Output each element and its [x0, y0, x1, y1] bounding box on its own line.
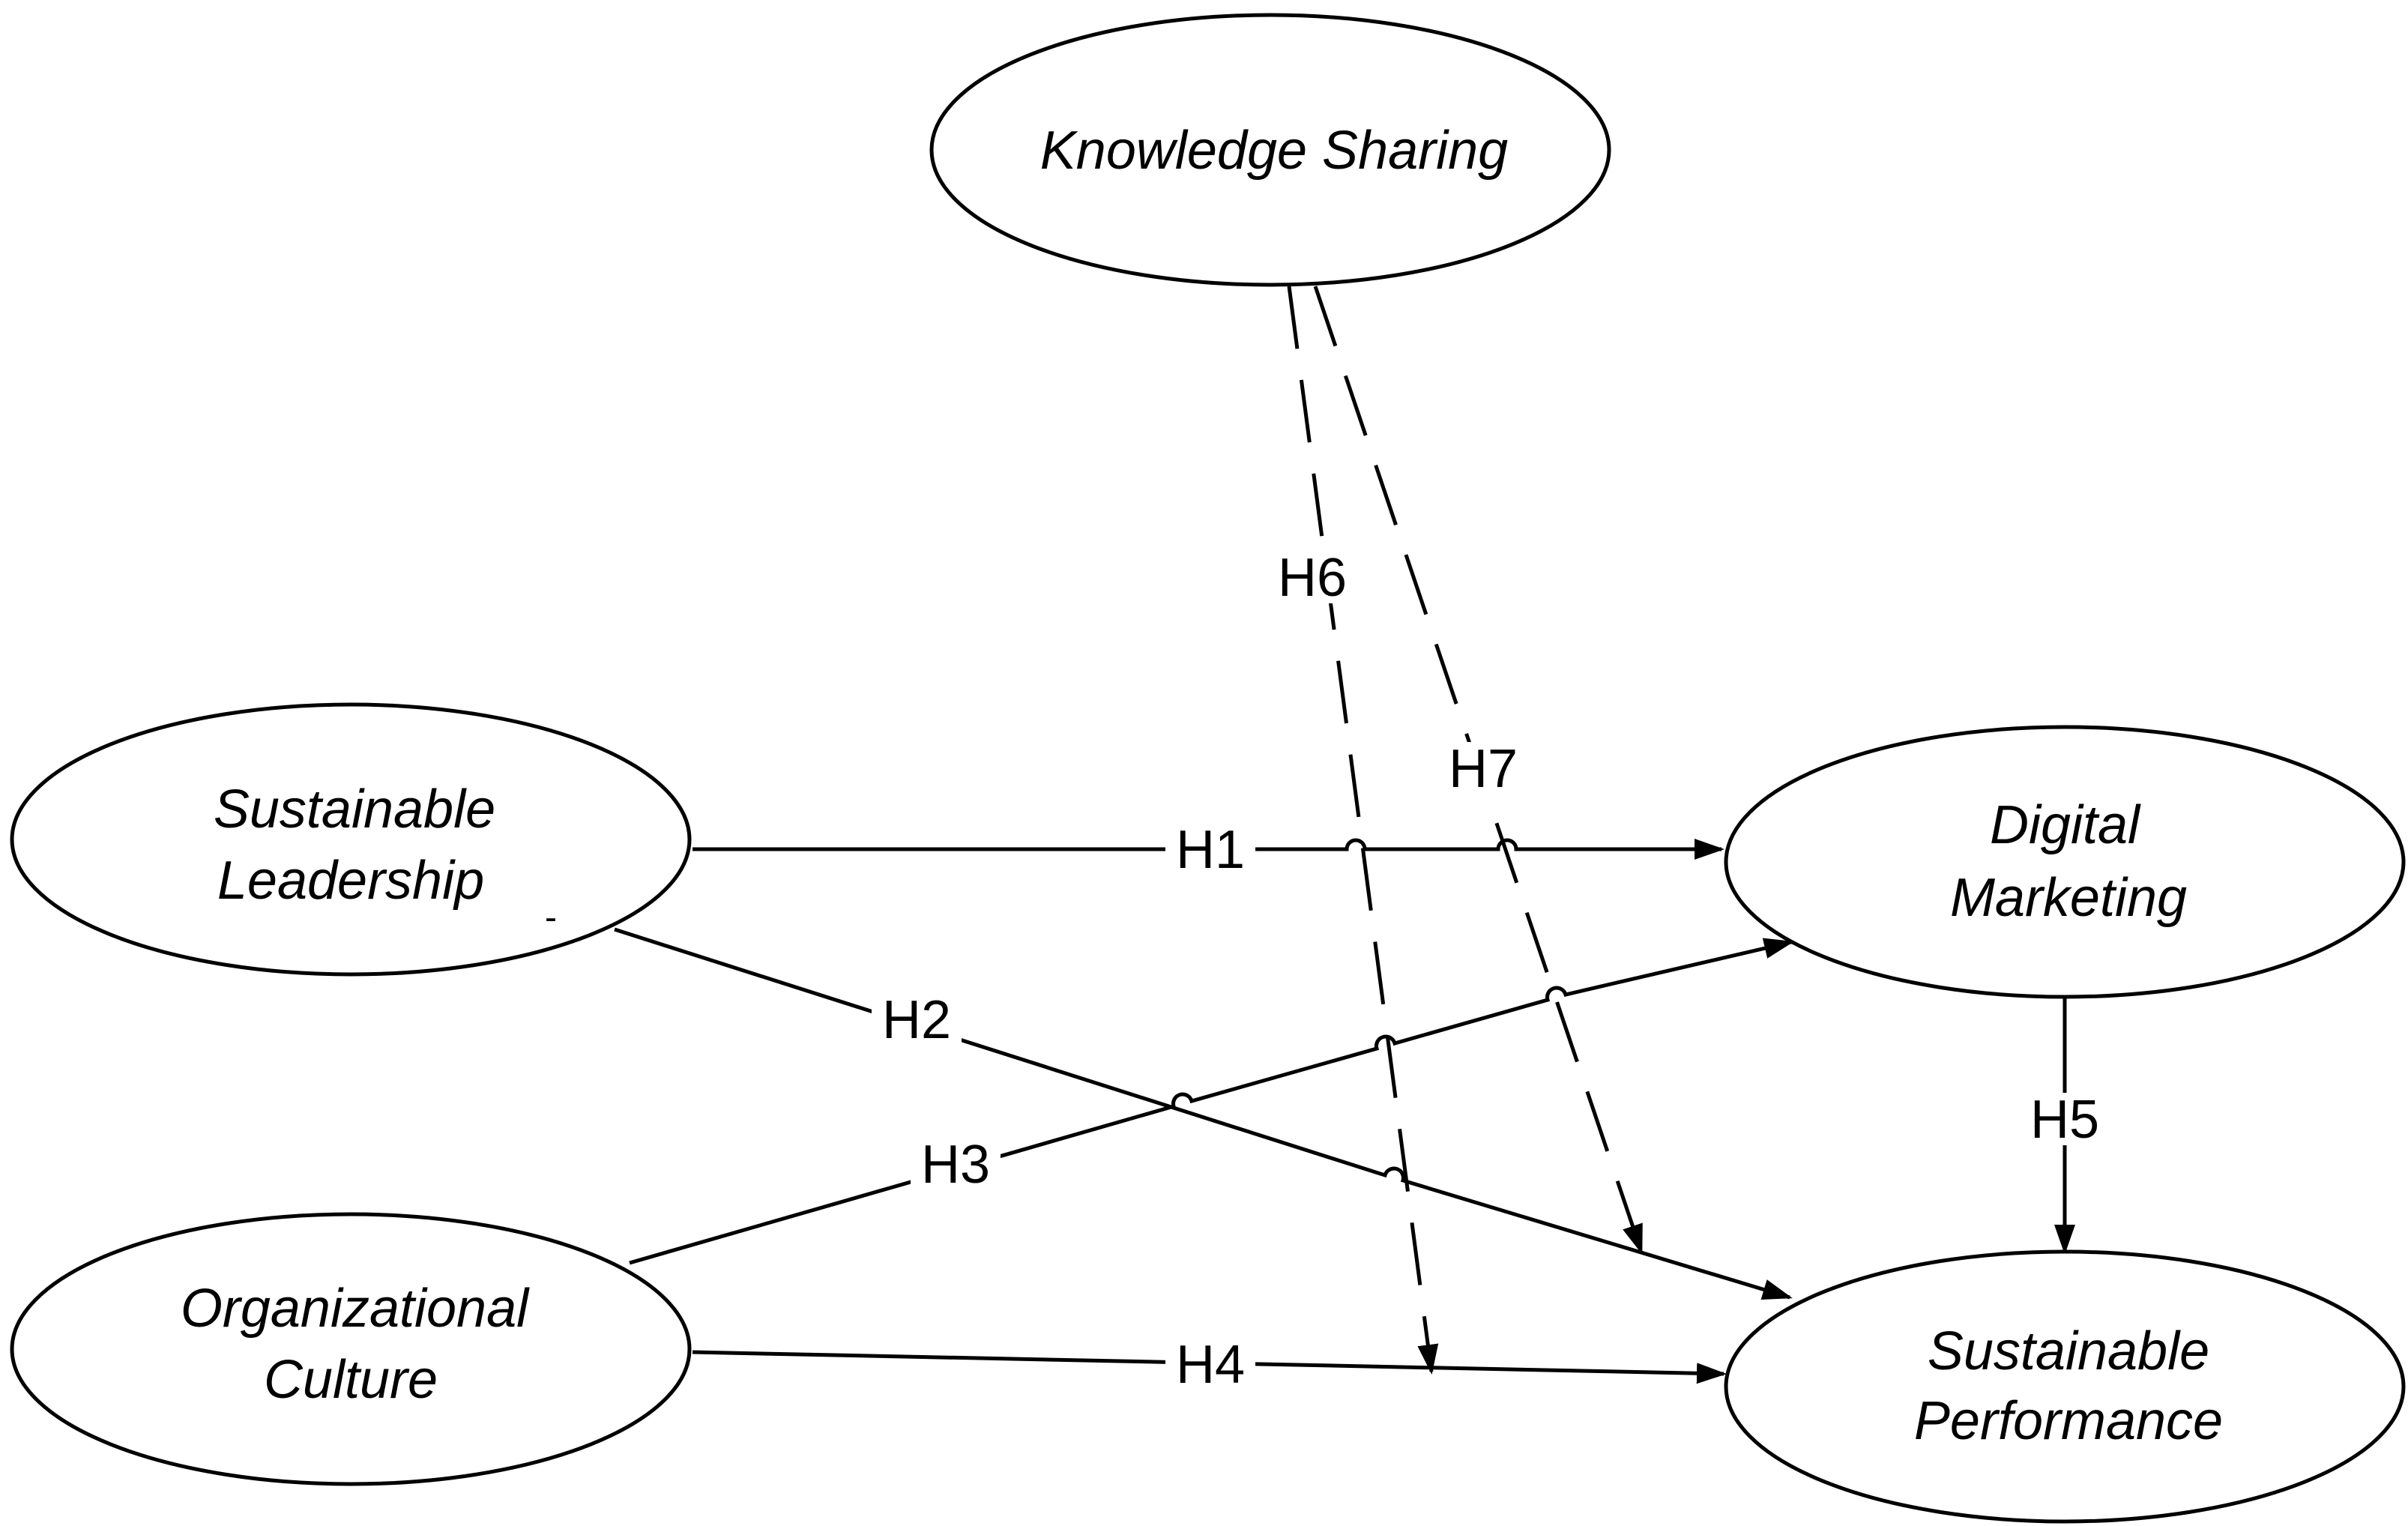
edge-h2	[614, 927, 1793, 1300]
node-sustainable-leadership: Sustainable Leadership -	[10, 702, 692, 977]
node-label-sustainable-performance-line2: Performance	[1914, 1391, 2223, 1451]
edge-h6	[1287, 286, 1439, 1375]
edge-label-h3: H3	[921, 1135, 990, 1195]
node-sustainable-performance: Sustainable Performance	[1724, 1249, 2406, 1524]
edge-label-h1: H1	[1176, 820, 1245, 880]
node-organizational-culture: Organizational Culture	[10, 1212, 692, 1486]
edge-h3	[629, 938, 1794, 1265]
edge-label-h2: H2	[882, 990, 951, 1050]
node-label-sustainable-leadership-line1: Sustainable	[214, 779, 495, 839]
node-label-sustainable-leadership-line2: Leadership	[217, 851, 484, 911]
node-label-organizational-culture-line2: Culture	[264, 1350, 438, 1410]
edge-label-h5: H5	[2030, 1090, 2099, 1150]
stray-mark: -	[545, 898, 557, 938]
node-digital-marketing: Digital Marketing	[1724, 725, 2406, 999]
edge-label-h6: H6	[1278, 548, 1347, 608]
node-label-knowledge-sharing: Knowledge Sharing	[1040, 121, 1508, 181]
node-knowledge-sharing: Knowledge Sharing	[929, 13, 1611, 287]
edge-h1	[692, 838, 1724, 860]
node-label-organizational-culture-line1: Organizational	[181, 1279, 530, 1339]
node-label-digital-marketing-line1: Digital	[1990, 795, 2141, 855]
edge-label-h7: H7	[1449, 739, 1518, 799]
node-label-sustainable-performance-line1: Sustainable	[1928, 1321, 2209, 1381]
edge-label-h4: H4	[1176, 1335, 1245, 1395]
node-label-digital-marketing-line2: Marketing	[1950, 868, 2187, 928]
edge-labels: H1 H2 H3 H4 H5 H6 H7	[872, 548, 2110, 1395]
